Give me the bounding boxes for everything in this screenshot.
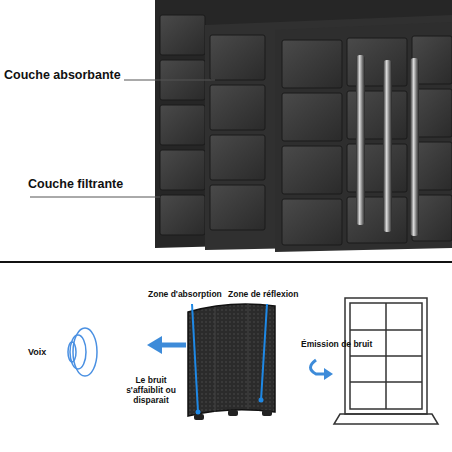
emission-arrow: [311, 360, 334, 380]
arrow-left: [147, 336, 186, 354]
leader-line: [261, 304, 267, 400]
front-tiles: [282, 36, 452, 245]
effect-note: Le bruit s'affaiblit ou disparait: [116, 376, 186, 405]
front-layer: [275, 22, 452, 252]
absorb-layer: [205, 15, 452, 250]
panel-feet: [194, 410, 272, 420]
voice-label: Voix: [28, 347, 46, 357]
zone-label: Zone de réflexion: [228, 290, 298, 300]
filter-tiles: [160, 15, 205, 235]
window: [334, 298, 438, 424]
leader-line: [30, 197, 160, 198]
voice-waves: [68, 328, 97, 376]
leader-line: [192, 304, 198, 412]
separator: [0, 261, 452, 263]
absorb-tiles: [210, 35, 265, 230]
leader-line: [124, 80, 215, 81]
zone-label: Zone d'absorption: [148, 290, 222, 300]
metal-rods: [356, 55, 419, 236]
layer-label: Couche filtrante: [28, 177, 123, 191]
acoustic-panel: [188, 304, 275, 416]
emission-label: Émission de bruit: [301, 340, 372, 350]
layer-label: Couche absorbante: [4, 68, 121, 82]
